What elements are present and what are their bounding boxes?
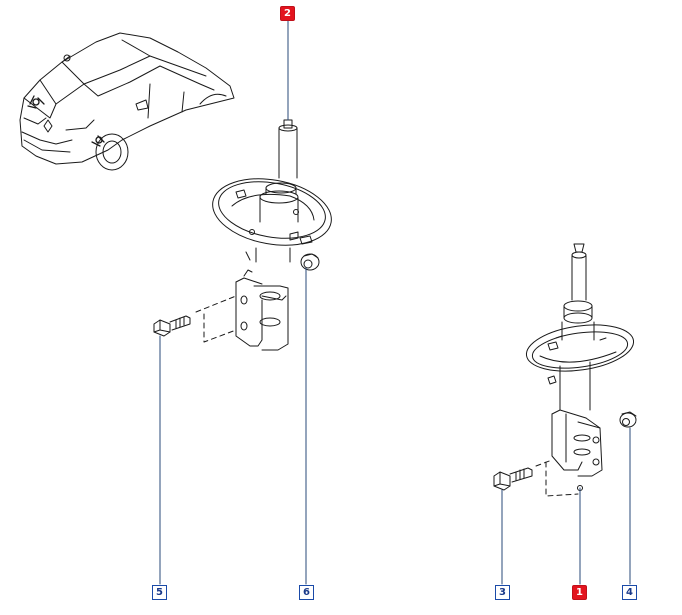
left-bolt-drawing [153, 315, 191, 337]
left-shock-absorber-drawing [212, 119, 332, 351]
callout-part-1[interactable]: 1 [572, 585, 587, 600]
right-assembly-guides [535, 459, 579, 497]
right-bolt-drawing [493, 467, 533, 491]
car-location-icon [19, 32, 235, 171]
right-nut-drawing [619, 411, 637, 428]
callout-part-3[interactable]: 3 [495, 585, 510, 600]
callout-part-2[interactable]: 2 [280, 6, 295, 21]
callout-part-6[interactable]: 6 [299, 585, 314, 600]
left-nut-drawing [300, 253, 320, 271]
right-shock-absorber-drawing [525, 243, 635, 491]
callout-part-5[interactable]: 5 [152, 585, 167, 600]
callout-part-4[interactable]: 4 [622, 585, 637, 600]
left-assembly-guides [195, 295, 237, 343]
leader-lines [159, 20, 631, 585]
